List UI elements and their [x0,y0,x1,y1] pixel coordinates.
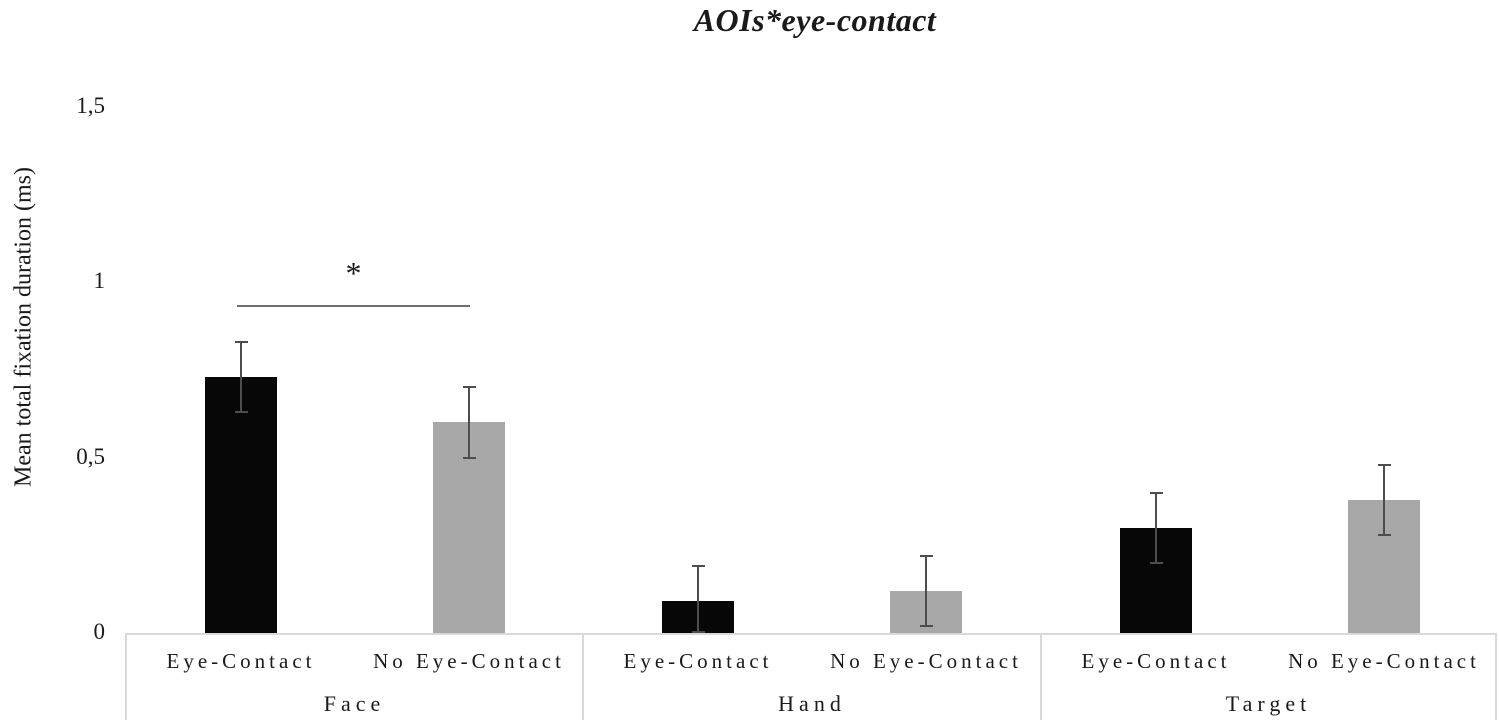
x-tick-label-hand-no-eye-contact: No Eye-Contact [830,649,1022,673]
x-tick-label-target-eye-contact: Eye-Contact [1081,649,1231,673]
x-axis-line [126,633,1496,635]
significance-star: * [345,255,362,291]
category-divider [1495,633,1497,720]
error-bar-face-eye-contact [240,341,242,412]
x-tick-label-hand-eye-contact: Eye-Contact [623,649,773,673]
error-bar-target-no-eye-contact [1383,464,1385,535]
category-divider [582,633,584,720]
x-tick-label-face-no-eye-contact: No Eye-Contact [373,649,565,673]
x-group-label-face: Face [323,691,386,716]
x-group-label-hand: Hand [778,691,846,716]
error-bar-hand-no-eye-contact [925,555,927,626]
y-tick-label: 1 [93,268,106,293]
x-group-label-target: Target [1225,691,1312,716]
error-bar-cap-hand-eye-contact [691,630,705,633]
y-tick-label: 1,5 [76,92,105,118]
error-bar-cap-face-eye-contact [234,410,248,413]
chart-title: AOIs*eye-contact [693,2,937,38]
error-bar-cap-face-no-eye-contact [462,456,476,459]
error-bar-cap-target-no-eye-contact [1377,463,1391,466]
error-bar-cap-hand-no-eye-contact [919,624,933,627]
error-bar-cap-hand-eye-contact [691,565,705,568]
error-bar-cap-target-no-eye-contact [1377,533,1391,536]
x-tick-label-face-eye-contact: Eye-Contact [166,649,316,673]
y-axis-title-text: Mean total fixation duration (ms) [10,167,37,487]
error-bar-cap-target-eye-contact [1149,491,1163,494]
bar-face-eye-contact [205,376,277,633]
error-bar-target-eye-contact [1155,492,1157,563]
error-bar-hand-eye-contact [697,566,699,632]
x-tick-label-target-no-eye-contact: No Eye-Contact [1288,649,1480,673]
error-bar-cap-hand-no-eye-contact [919,554,933,557]
category-divider [125,633,127,720]
y-tick-label: 0,5 [76,443,105,469]
category-divider [1040,633,1042,720]
error-bar-face-no-eye-contact [468,387,470,458]
error-bar-cap-face-no-eye-contact [462,386,476,389]
y-tick-label: 0 [93,619,106,644]
error-bar-cap-face-eye-contact [234,340,248,343]
significance-line [237,305,470,307]
error-bar-cap-target-eye-contact [1149,561,1163,564]
